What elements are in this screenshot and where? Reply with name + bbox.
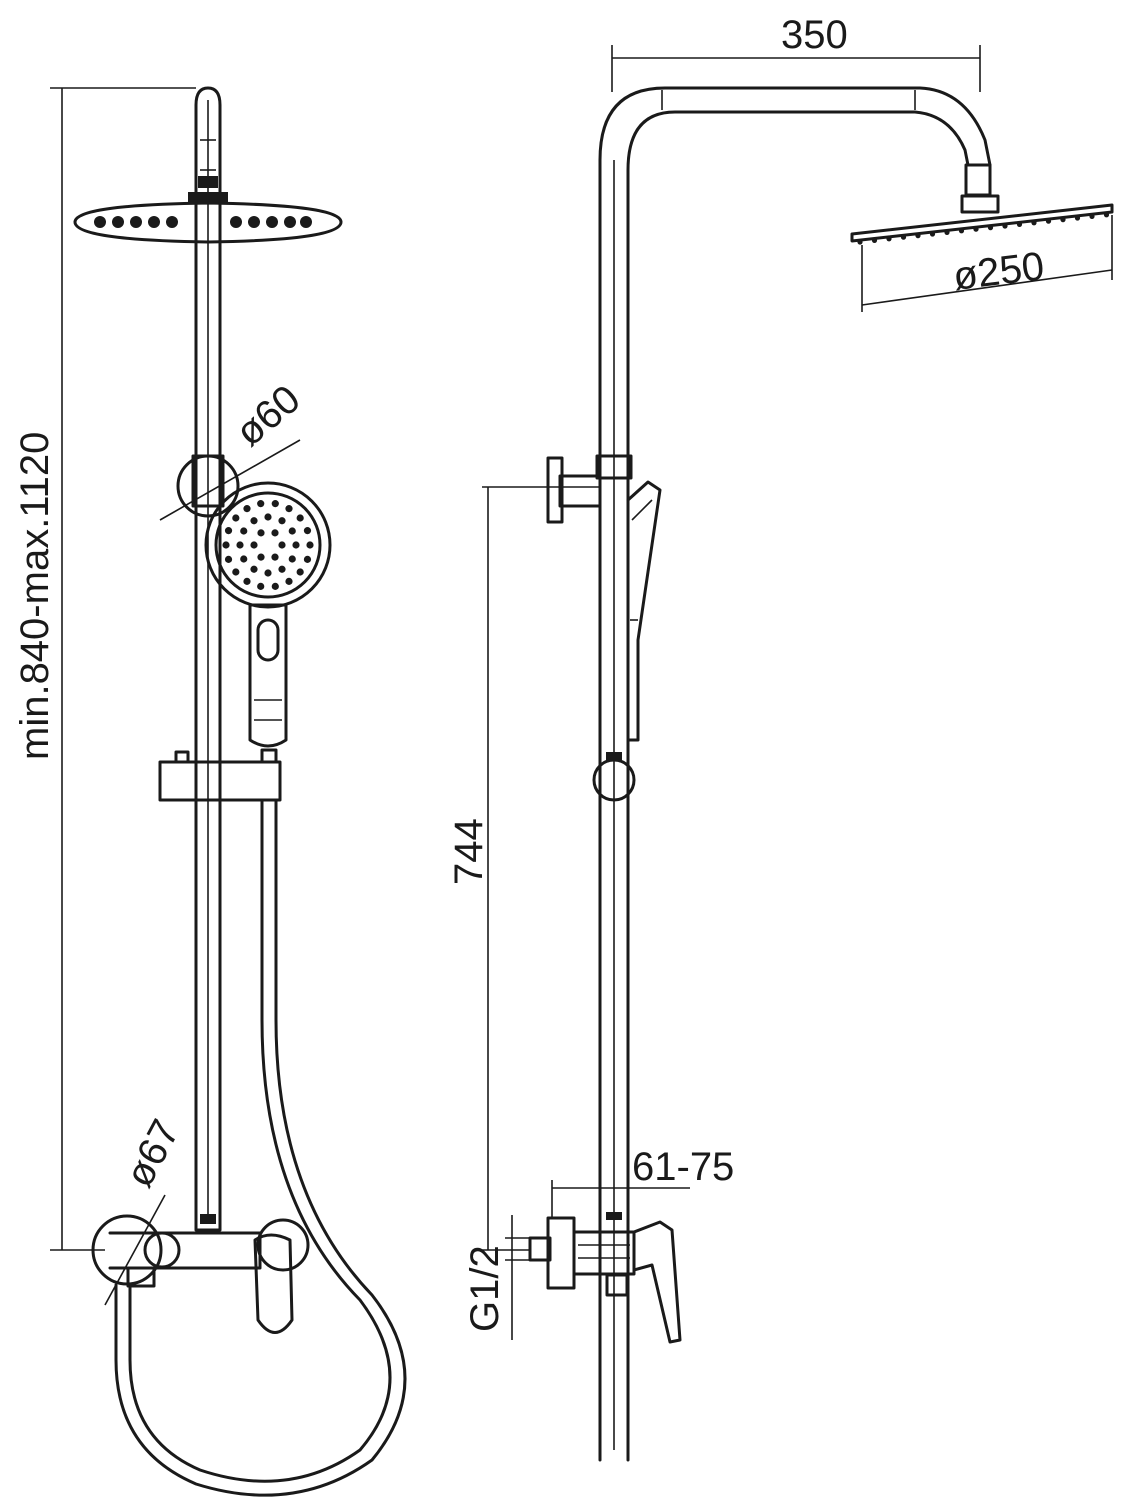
nozzle-dot xyxy=(857,239,863,245)
nozzle-dot xyxy=(250,541,258,549)
nozzle-dot xyxy=(973,226,979,232)
nozzle-dot xyxy=(264,513,272,521)
wall-offset-dimension xyxy=(551,1180,690,1218)
nozzle-dot xyxy=(250,565,258,573)
nozzle-dot xyxy=(886,236,892,242)
mixer-diameter-label: ø67 xyxy=(117,1113,188,1195)
nozzle-dot xyxy=(944,229,950,235)
overhead-shower-head-side xyxy=(850,194,1114,312)
nozzle-dot xyxy=(1089,213,1095,219)
nozzle-dot xyxy=(1074,215,1081,221)
nozzle-dot xyxy=(264,569,272,577)
nozzle-dot xyxy=(1060,217,1066,223)
nozzle-dot xyxy=(271,529,279,537)
nozzle-dot xyxy=(148,216,160,228)
nozzle-dot xyxy=(306,541,314,549)
nozzle-dot xyxy=(236,541,244,549)
nozzle-dot xyxy=(266,216,278,228)
nozzle-dot xyxy=(296,568,304,576)
nozzle-dot xyxy=(222,541,230,549)
hand-shower-holder-front xyxy=(159,439,301,521)
slide-bar-length-label: 744 xyxy=(447,818,491,885)
nozzle-dot xyxy=(288,555,296,563)
thread-size-label: G1/2 xyxy=(463,1245,507,1332)
hand-shower-diameter-label: ø60 xyxy=(228,377,309,455)
nozzle-dot xyxy=(257,553,265,561)
nozzle-dot xyxy=(240,527,248,535)
height-dimension xyxy=(50,87,196,1251)
nozzle-dot xyxy=(987,225,994,231)
nozzle-dot xyxy=(257,500,265,508)
nozzle-dot xyxy=(257,582,265,590)
nozzle-dot xyxy=(1045,218,1052,224)
nozzle-dot xyxy=(130,216,142,228)
nozzle-dot xyxy=(257,529,265,537)
nozzle-dot xyxy=(958,228,965,234)
nozzle-dot xyxy=(1031,220,1037,226)
side-riser-pipe xyxy=(598,86,992,1462)
head-diameter-label: ø250 xyxy=(951,244,1047,299)
nozzle-dot xyxy=(278,517,286,525)
overhead-shower-head-front xyxy=(73,192,343,244)
nozzle-dot xyxy=(243,577,251,585)
nozzle-dot xyxy=(248,216,260,228)
nozzle-dot xyxy=(243,505,251,513)
nozzle-dot xyxy=(271,553,279,561)
height-range-label: min.840-max.1120 xyxy=(13,432,57,760)
slide-bar-dimension xyxy=(482,486,600,1251)
nozzle-dot xyxy=(929,231,936,237)
nozzle-dot xyxy=(224,527,233,535)
nozzle-dot xyxy=(232,514,240,522)
nozzle-dot xyxy=(1016,221,1023,227)
nozzle-dot xyxy=(285,505,293,513)
nozzle-dot xyxy=(232,568,240,576)
nozzle-dot xyxy=(1103,212,1110,218)
nozzle-dot xyxy=(284,216,296,228)
hand-shower-front xyxy=(204,481,332,748)
nozzle-dot xyxy=(1002,223,1008,229)
nozzle-dot xyxy=(288,527,296,535)
nozzle-dot xyxy=(271,500,279,508)
nozzle-dot xyxy=(900,234,907,240)
front-riser-pipe xyxy=(194,86,222,1232)
mixer-front xyxy=(91,1194,310,1334)
hand-shower-holder-side xyxy=(546,454,633,524)
side-view xyxy=(482,45,1114,1462)
nozzle-dot xyxy=(292,541,300,549)
width-dimension xyxy=(611,45,981,92)
wall-offset-label: 61-75 xyxy=(632,1145,734,1189)
nozzle-dot xyxy=(915,233,921,239)
shower-hose-front xyxy=(128,798,392,1483)
nozzle-dot xyxy=(230,216,242,228)
nozzle-dot xyxy=(166,216,178,228)
total-width-label: 350 xyxy=(781,13,848,57)
nozzle-dot xyxy=(296,514,304,522)
nozzle-dot xyxy=(94,216,106,228)
mixer-side xyxy=(528,1212,682,1344)
nozzle-dot xyxy=(250,517,258,525)
front-view xyxy=(50,86,407,1497)
nozzle-dot xyxy=(285,577,293,585)
nozzle-dot xyxy=(112,216,124,228)
nozzle-dot xyxy=(240,555,248,563)
nozzle-dot xyxy=(300,216,312,228)
nozzle-dot xyxy=(224,555,233,563)
nozzle-dot xyxy=(871,237,878,243)
slide-bracket-front xyxy=(158,748,282,802)
nozzle-dot xyxy=(271,582,279,590)
nozzle-dot xyxy=(303,527,312,535)
nozzle-dot xyxy=(278,541,286,549)
hand-shower-side xyxy=(626,480,662,742)
thread-dimension xyxy=(505,1215,530,1340)
nozzle-dot xyxy=(278,565,286,573)
nozzle-dot xyxy=(303,555,312,563)
